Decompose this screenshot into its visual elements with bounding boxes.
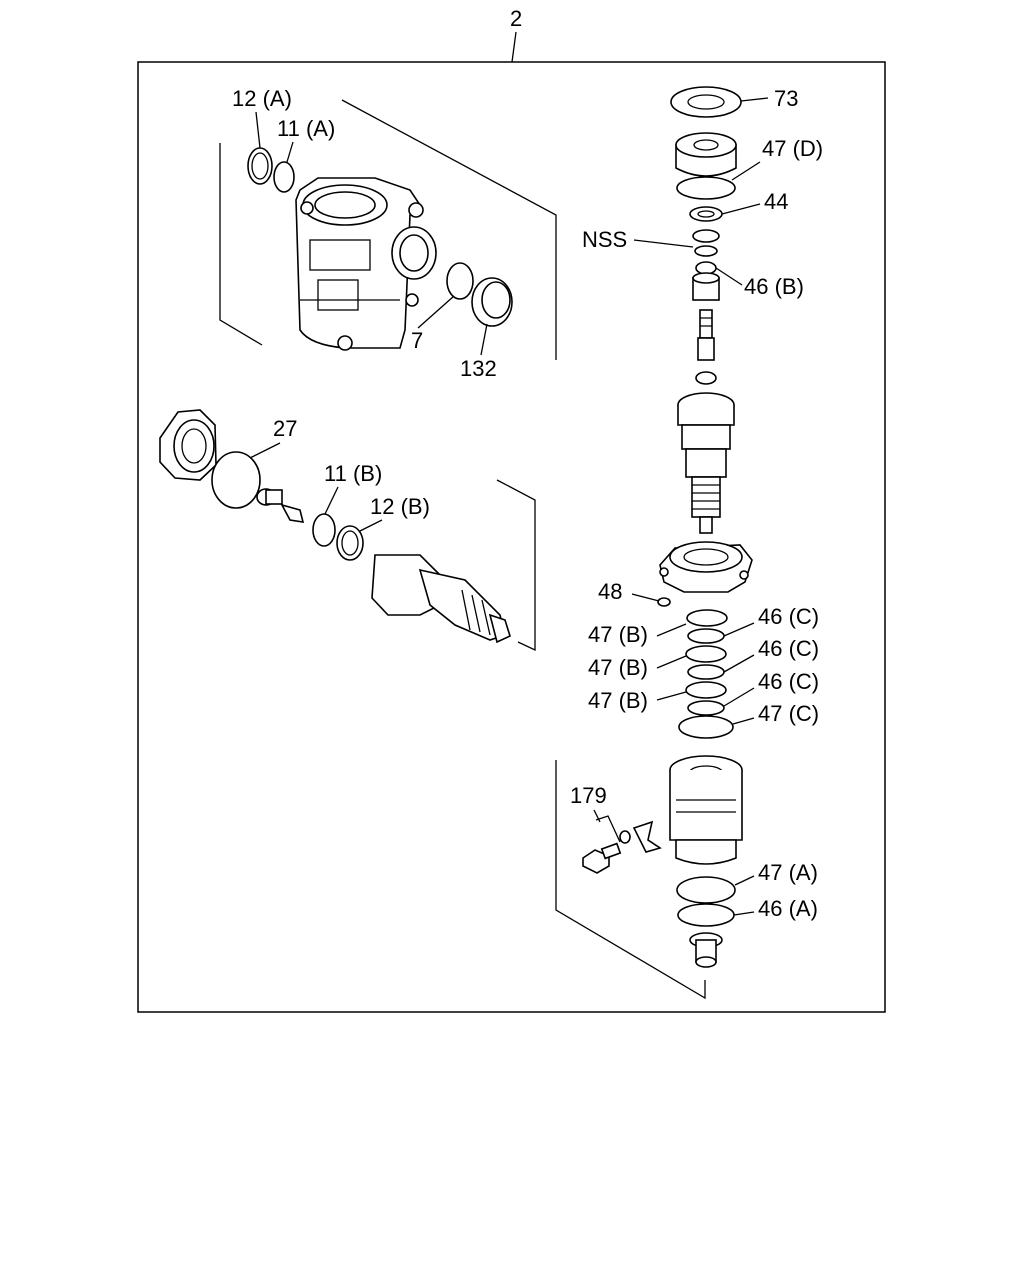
o-ring-11a[interactable] [273,161,295,193]
assembly-frame [137,61,886,1013]
callout-11b[interactable]: 11 (B) [324,461,382,486]
leader-assembly-2 [511,31,517,63]
housing-group-bracket [219,99,557,360]
leader-73 [740,97,769,102]
washer-48[interactable] [657,597,671,607]
leader-47b-2 [656,655,687,669]
gear-housing[interactable] [295,177,437,351]
leader-48 [631,593,660,602]
o-ring-47a[interactable] [676,876,736,904]
piston-rack[interactable] [669,755,743,865]
sector-shaft-bracket [496,479,536,652]
leader-46b [715,267,743,286]
bolt-179[interactable] [582,815,662,874]
leader-nss [633,239,694,248]
sector-shaft[interactable] [371,554,511,644]
leader-179 [593,809,601,823]
leader-27 [249,442,281,459]
callout-46c-3[interactable]: 46 (C) [758,669,819,694]
callout-48[interactable]: 48 [598,579,622,604]
callout-132[interactable]: 132 [460,356,497,381]
leader-7 [417,295,455,329]
leader-11b [324,486,339,515]
callout-nss[interactable]: NSS [582,227,627,252]
seal-ring-12a[interactable] [247,147,273,185]
o-ring-47d[interactable] [676,176,736,200]
leader-44 [721,203,761,215]
leader-12a [255,111,261,149]
callout-47b-1[interactable]: 47 (B) [588,622,648,647]
o-ring-11b[interactable] [312,513,336,547]
o-ring-47b-2[interactable] [685,645,727,663]
top-plug[interactable] [675,132,737,177]
bearing-44[interactable] [689,206,723,222]
rack-group-bracket [555,760,706,1000]
o-ring-27[interactable] [211,451,261,509]
cap-132[interactable] [471,277,513,327]
o-ring-47b-3[interactable] [685,681,727,699]
side-cover[interactable] [159,409,217,481]
part-nss[interactable] [692,229,720,257]
leader-46a [733,911,755,916]
callout-73[interactable]: 73 [774,86,798,111]
leader-47a [734,875,755,886]
callout-47d[interactable]: 47 (D) [762,136,823,161]
callout-46a[interactable]: 46 (A) [758,896,818,921]
dust-seal-73[interactable] [670,86,742,118]
callout-44[interactable]: 44 [764,189,788,214]
seal-ring-46c-3[interactable] [687,700,725,716]
callout-11a[interactable]: 11 (A) [277,116,335,141]
leader-47b-1 [656,623,687,637]
leader-47b-3 [656,691,687,701]
seal-ring-46c-2[interactable] [687,664,725,680]
callout-47b-2[interactable]: 47 (B) [588,655,648,680]
callout-47c[interactable]: 47 (C) [758,701,819,726]
leader-46c-3 [723,687,755,707]
callout-12a[interactable]: 12 (A) [232,86,292,111]
callout-47b-3[interactable]: 47 (B) [588,688,648,713]
callout-47a[interactable]: 47 (A) [758,860,818,885]
seal-ring-12b[interactable] [336,525,364,561]
leader-47c [732,717,755,725]
callout-12b[interactable]: 12 (B) [370,494,430,519]
adjusting-screw[interactable] [256,488,305,523]
leader-12b [359,519,383,532]
o-ring-47b-1[interactable] [686,609,728,627]
valve-sleeve[interactable] [692,272,720,301]
callout-46c-2[interactable]: 46 (C) [758,636,819,661]
leader-46c-2 [723,654,755,673]
callout-179[interactable]: 179 [570,783,607,808]
callout-46c-1[interactable]: 46 (C) [758,604,819,629]
top-cover-flange[interactable] [659,541,753,593]
o-ring-7[interactable] [446,262,474,300]
callout-27[interactable]: 27 [273,416,297,441]
seal-ring-46a[interactable] [677,903,735,927]
callout-assembly-2[interactable]: 2 [510,6,522,31]
seal-ring-46c-1[interactable] [687,628,725,644]
leader-11a [286,141,294,163]
leader-132 [480,323,488,356]
o-ring-47c[interactable] [678,715,734,739]
callout-7[interactable]: 7 [411,328,423,353]
callout-46b[interactable]: 46 (B) [744,274,804,299]
valve-body[interactable] [677,392,735,534]
input-shaft[interactable] [695,309,717,385]
end-plug[interactable] [689,932,723,968]
leader-46c-1 [723,622,755,637]
leader-47d [731,161,761,181]
